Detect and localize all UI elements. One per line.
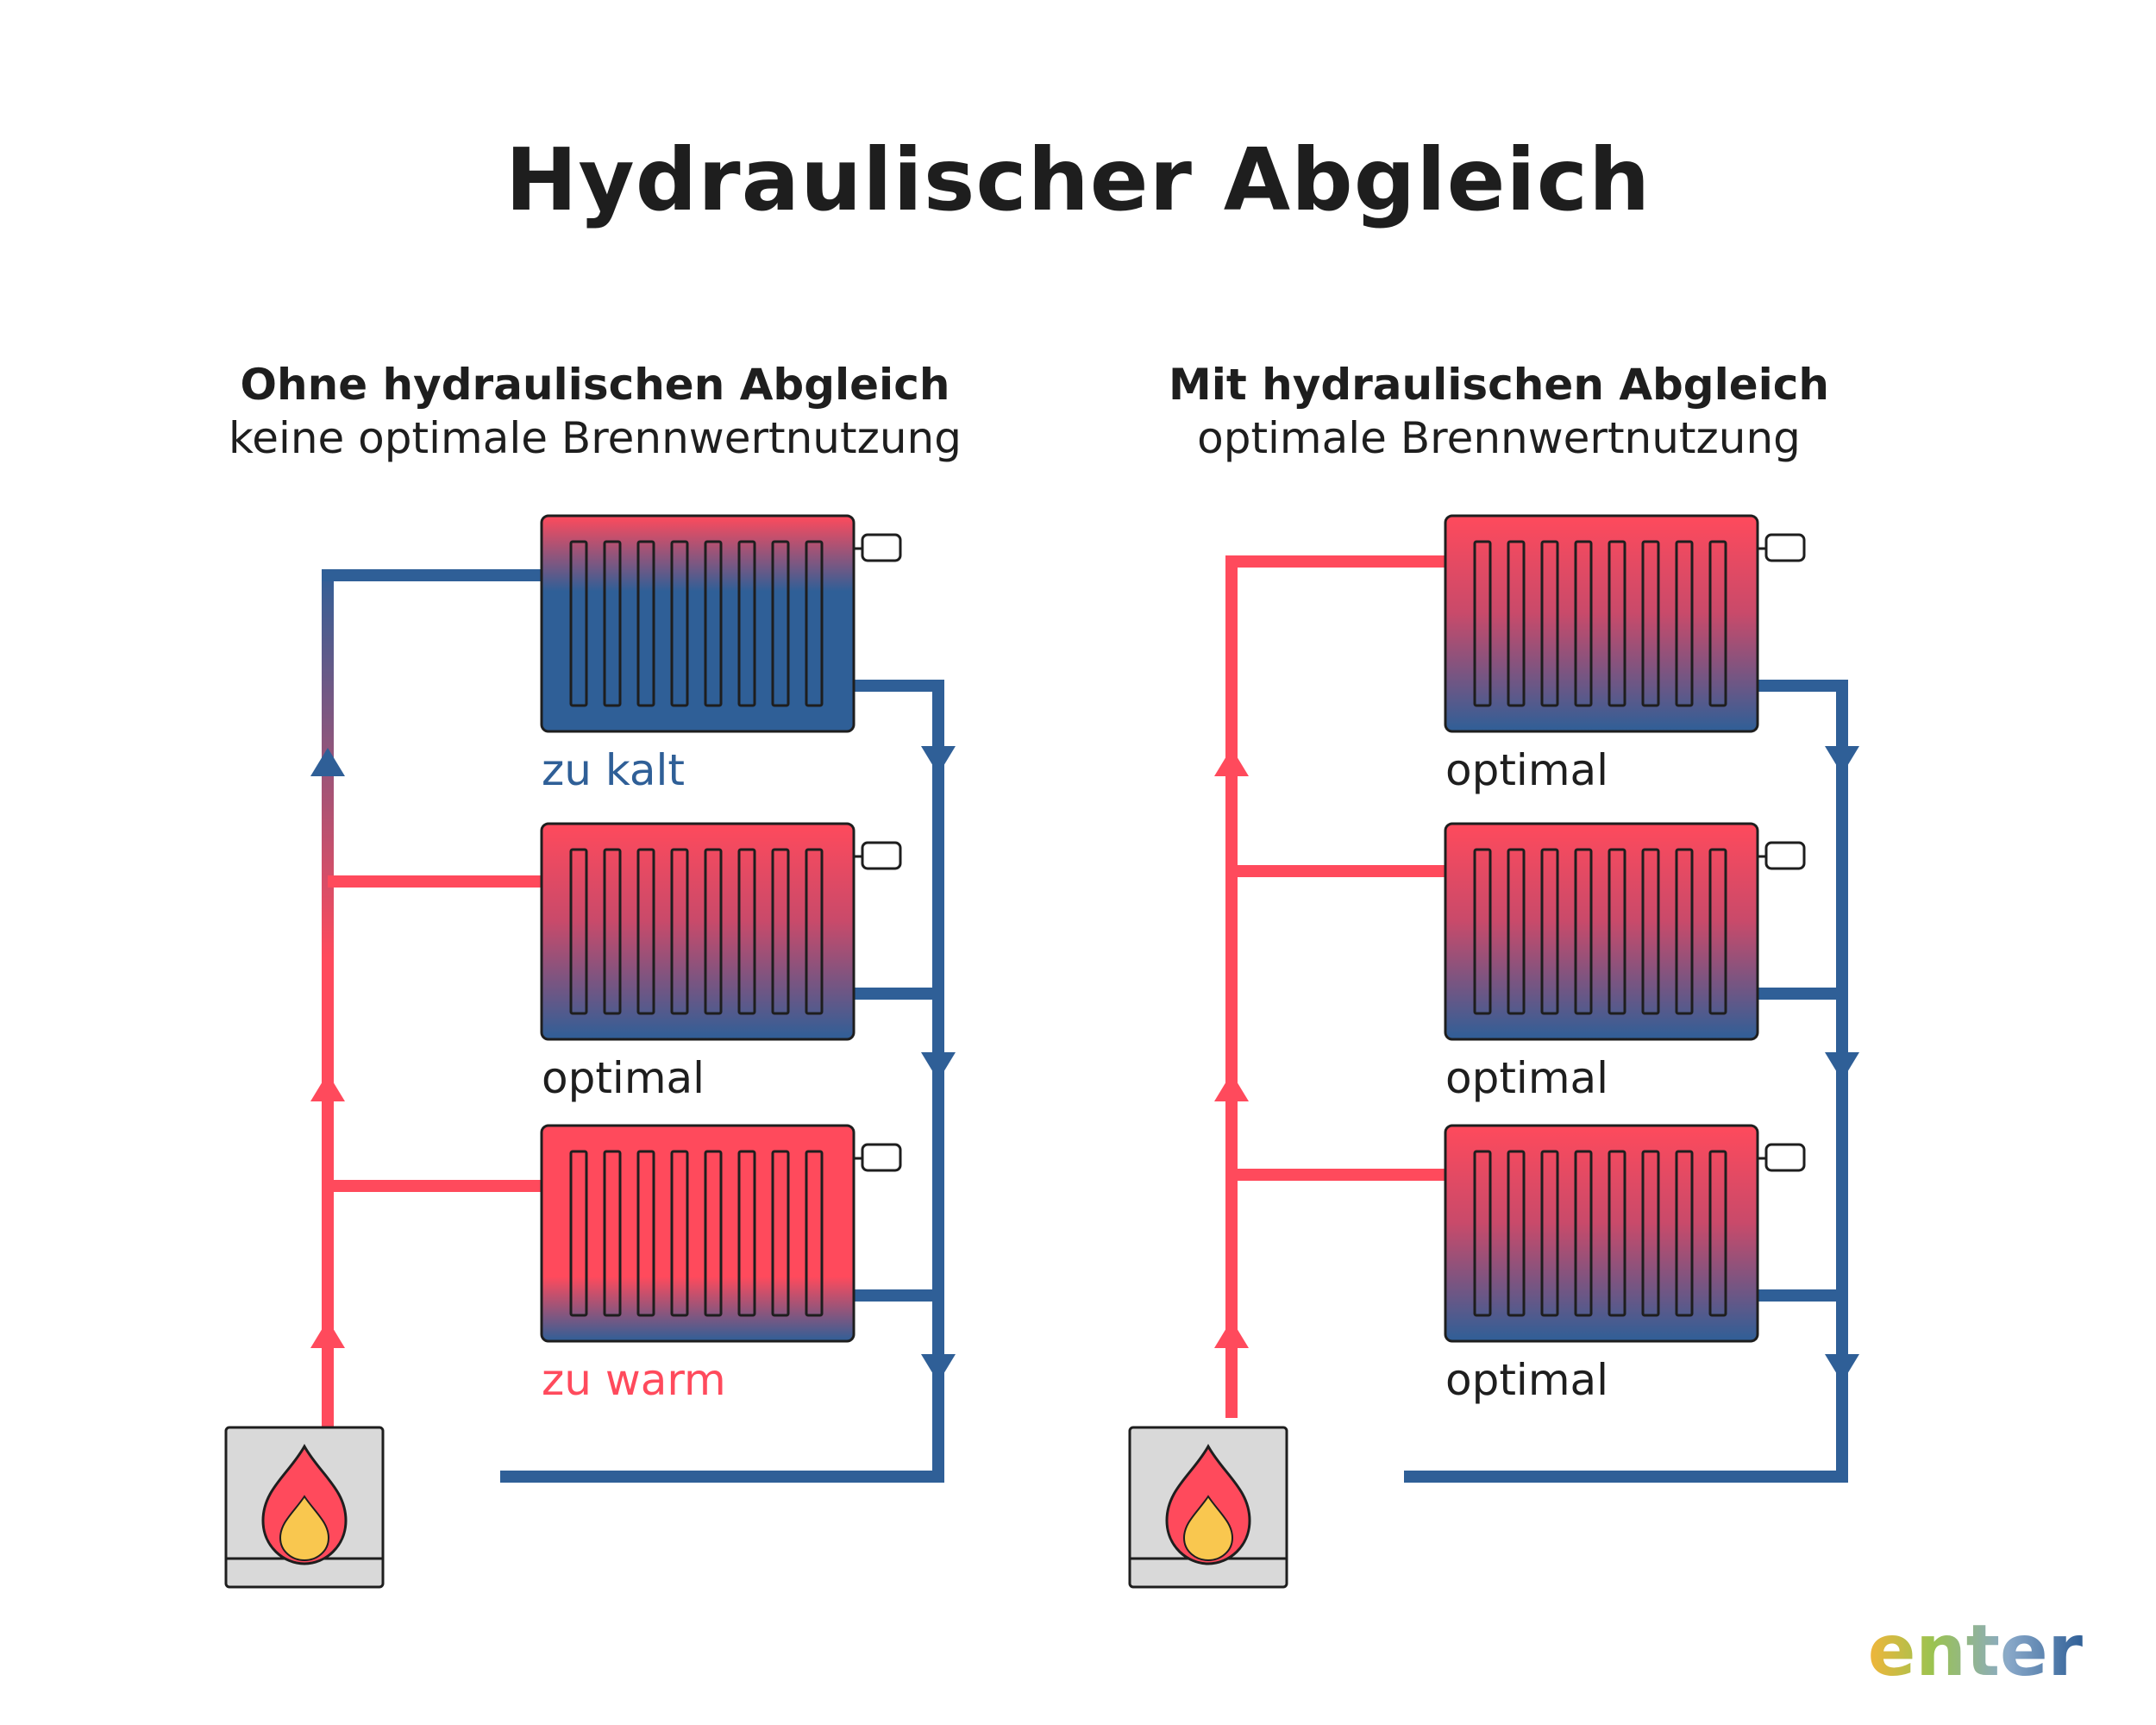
flow-arrow-icon: [921, 746, 956, 775]
flow-arrow-icon: [310, 748, 345, 776]
radiator: optimal: [540, 822, 902, 1103]
radiator-label: optimal: [1445, 1053, 1608, 1103]
radiator-fin: [1574, 848, 1593, 1015]
radiator-fin: [636, 848, 655, 1015]
radiator-fin: [737, 848, 756, 1015]
radiator-fin: [704, 848, 723, 1015]
panel-left-header: Ohne hydraulischen Abgleich keine optima…: [121, 358, 1069, 465]
thermostat-valve-icon: [861, 1143, 902, 1172]
radiator-fin: [704, 540, 723, 707]
radiator-fin: [1540, 540, 1559, 707]
thermostat-valve-icon: [861, 841, 902, 870]
radiator-fin: [771, 540, 790, 707]
radiator: optimal: [1444, 514, 1806, 795]
boiler-icon: [224, 1426, 385, 1589]
radiator-fin: [771, 1150, 790, 1317]
panel-right-heading: Mit hydraulischen Abgleich: [1168, 360, 1830, 410]
radiator-fin: [704, 1150, 723, 1317]
radiator: optimal: [1444, 1124, 1806, 1405]
radiator-fin: [737, 540, 756, 707]
radiator-fin: [805, 848, 824, 1015]
radiator-fin: [1540, 848, 1559, 1015]
radiator-fin: [805, 1150, 824, 1317]
flow-arrow-icon: [1825, 1354, 1859, 1383]
flow-arrow-icon: [1214, 748, 1249, 776]
radiator: zu kalt: [540, 514, 902, 795]
enter-logo: enter: [1868, 1610, 2084, 1692]
radiator-fin: [1540, 1150, 1559, 1317]
radiator-fin: [1708, 540, 1727, 707]
panel-right-subheading: optimale Brennwertnutzung: [1197, 413, 1801, 463]
thermostat-valve-icon: [1764, 1143, 1806, 1172]
radiator-fin: [1507, 540, 1526, 707]
radiator-fin: [670, 1150, 689, 1317]
radiator-label: optimal: [542, 1053, 705, 1103]
panel-with-balancing: optimal optimal optimal: [1128, 514, 1859, 1589]
radiator-fin: [1608, 1150, 1626, 1317]
flow-arrow-icon: [921, 1354, 956, 1383]
flow-arrow-icon: [310, 1320, 345, 1348]
flame-inner: [279, 1495, 330, 1562]
page-title: Hydraulischer Abgleich: [505, 129, 1651, 230]
flow-arrow-icon: [1214, 1073, 1249, 1101]
radiator-fin: [1641, 848, 1660, 1015]
radiator-fin: [1675, 1150, 1694, 1317]
radiator-fin: [569, 540, 588, 707]
radiator-fin: [1507, 1150, 1526, 1317]
radiator-fin: [1574, 540, 1593, 707]
radiator: optimal: [1444, 822, 1806, 1103]
panel-left-heading: Ohne hydraulischen Abgleich: [240, 360, 950, 410]
flow-arrow-icon: [1214, 1320, 1249, 1348]
thermostat-valve-icon: [1764, 533, 1806, 562]
radiator-fin: [1708, 848, 1727, 1015]
radiator-fin: [1641, 1150, 1660, 1317]
radiator-fin: [1507, 848, 1526, 1015]
boiler-icon: [1128, 1426, 1288, 1589]
radiator-fin: [603, 848, 622, 1015]
radiator-fin: [636, 540, 655, 707]
thermostat-valve-icon: [1764, 841, 1806, 870]
radiator-fin: [603, 540, 622, 707]
panel-left-subheading: keine optimale Brennwertnutzung: [229, 413, 962, 463]
flame-inner: [1182, 1495, 1234, 1562]
radiator-fin: [569, 848, 588, 1015]
radiator-fin: [1641, 540, 1660, 707]
panel-right-header: Mit hydraulischen Abgleich optimale Bren…: [1025, 358, 1973, 465]
radiator-fin: [1473, 540, 1492, 707]
radiator: zu warm: [540, 1124, 902, 1405]
radiator-fin: [1473, 848, 1492, 1015]
radiator-label: zu kalt: [542, 745, 685, 795]
radiator-fin: [737, 1150, 756, 1317]
radiator-label: zu warm: [542, 1355, 726, 1405]
radiator-fin: [1473, 1150, 1492, 1317]
radiator-fin: [771, 848, 790, 1015]
radiator-label: optimal: [1445, 1355, 1608, 1405]
radiator-fin: [1675, 848, 1694, 1015]
radiator-fin: [1708, 1150, 1727, 1317]
radiator-fin: [636, 1150, 655, 1317]
flow-arrow-icon: [921, 1052, 956, 1081]
panel-without-balancing: zu kalt optimal zu warm: [224, 514, 956, 1589]
radiator-fin: [670, 540, 689, 707]
radiator-fin: [670, 848, 689, 1015]
supply-riser: [1225, 555, 1238, 1418]
radiator-fin: [1574, 1150, 1593, 1317]
radiator-fin: [1608, 540, 1626, 707]
thermostat-valve-icon: [861, 533, 902, 562]
flow-arrow-icon: [1825, 746, 1859, 775]
supply-riser: [322, 569, 334, 1432]
radiator-fin: [603, 1150, 622, 1317]
flow-arrow-icon: [1825, 1052, 1859, 1081]
radiator-label: optimal: [1445, 745, 1608, 795]
radiator-fin: [805, 540, 824, 707]
radiator-fin: [1608, 848, 1626, 1015]
radiator-fin: [569, 1150, 588, 1317]
flow-arrow-icon: [310, 1073, 345, 1101]
radiator-fin: [1675, 540, 1694, 707]
